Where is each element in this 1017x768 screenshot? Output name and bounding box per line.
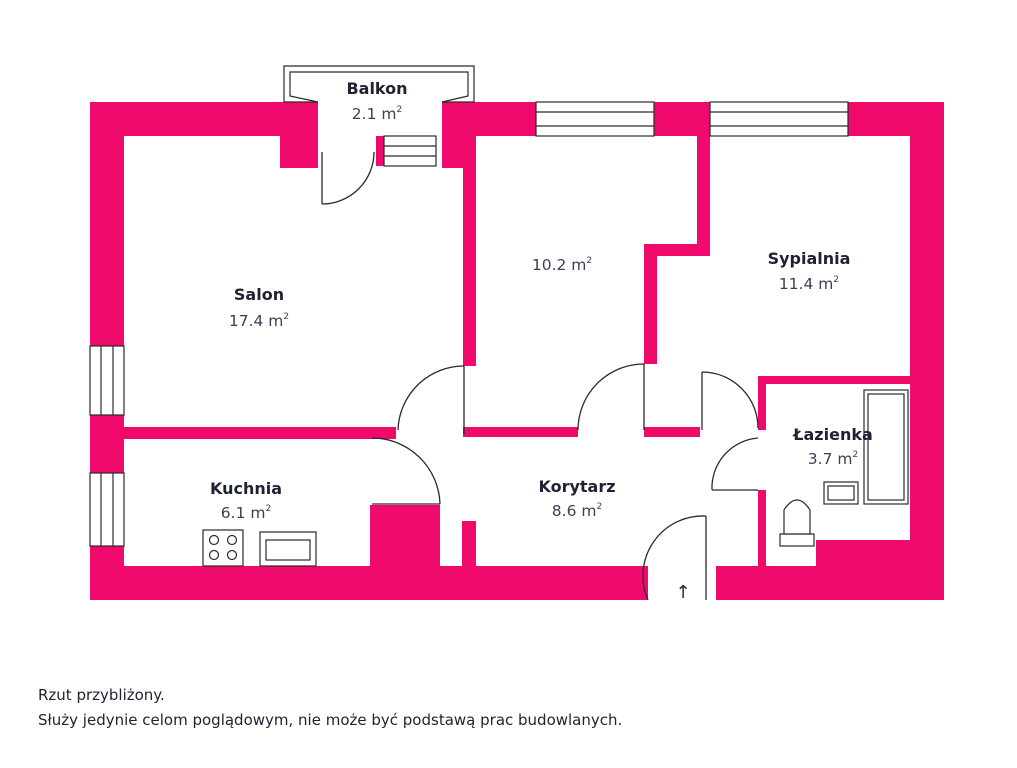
room-name-kuchnia: Kuchnia bbox=[210, 479, 282, 498]
doors bbox=[321, 151, 759, 601]
toilet-icon bbox=[779, 533, 815, 547]
room-name-korytarz: Korytarz bbox=[538, 477, 615, 496]
disclaimer-line-1: Rzut przybliżony. bbox=[38, 686, 165, 704]
room-name-lazienka: Łazienka bbox=[792, 425, 873, 444]
stove-icon bbox=[202, 529, 244, 567]
room-name-balkon: Balkon bbox=[346, 79, 407, 98]
windows bbox=[89, 101, 849, 547]
walls bbox=[90, 102, 944, 600]
room-labels: Balkon 2.1 m2 Salon 17.4 m2 10.2 m2 Sypi… bbox=[210, 79, 873, 522]
fixtures bbox=[202, 389, 909, 567]
room-area-balkon: 2.1 m2 bbox=[352, 105, 402, 123]
room-area-kuchnia: 6.1 m2 bbox=[221, 504, 271, 522]
room-area-korytarz: 8.6 m2 bbox=[552, 502, 602, 520]
room-area-sypialnia: 11.4 m2 bbox=[779, 275, 839, 293]
room-name-salon: Salon bbox=[234, 285, 284, 304]
balcony-outline bbox=[283, 65, 475, 103]
room-area-lazienka: 3.7 m2 bbox=[808, 450, 858, 468]
disclaimer-line-2: Służy jedynie celom poglądowym, nie może… bbox=[38, 711, 623, 729]
room-area-pokoj: 10.2 m2 bbox=[532, 256, 592, 274]
entrance-arrow-icon: ↑ bbox=[675, 582, 690, 603]
room-name-sypialnia: Sypialnia bbox=[768, 249, 851, 268]
floor-plan: ↑ Balkon 2.1 m2 Salon 17.4 m2 10.2 m2 Sy… bbox=[89, 65, 944, 603]
room-area-salon: 17.4 m2 bbox=[229, 312, 289, 330]
